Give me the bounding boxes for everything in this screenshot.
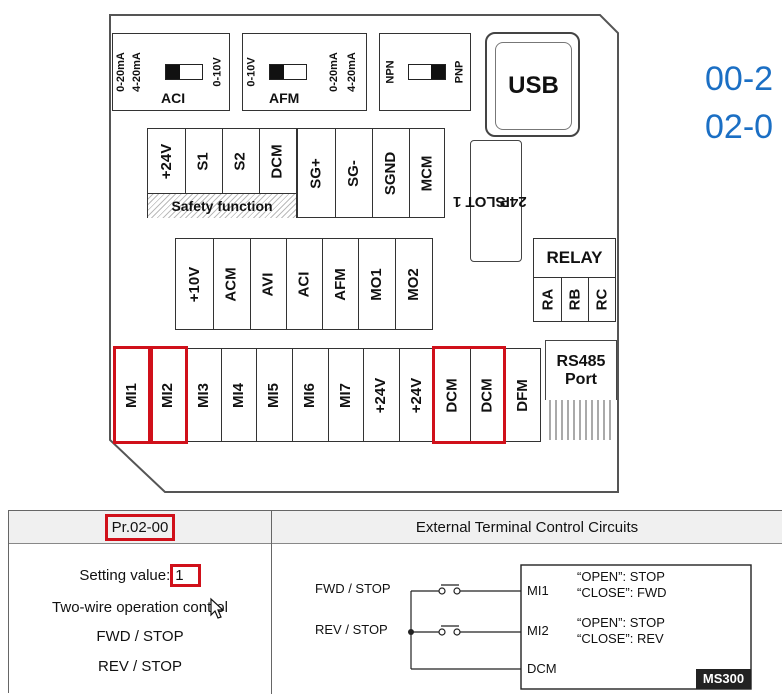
afm-opt3: 4-20mA (346, 52, 358, 92)
mi2-label: MI2 (527, 623, 549, 638)
terminal-rc: RC (592, 288, 610, 310)
terminal-ra: RA (534, 277, 562, 321)
terminal-24v-a: +24V (363, 349, 400, 441)
aci-label: ACI (161, 90, 186, 106)
dcm-label: DCM (527, 661, 557, 676)
terminal-dfm: DFM (514, 378, 531, 412)
fwd-stop-label: FWD / STOP (315, 581, 391, 596)
terminal-board: 00-2 02-0 0-20mA 4-20mA ACI 0-10V 0-10V … (109, 14, 774, 493)
mouse-cursor-icon (210, 597, 225, 619)
param-header: Pr.02-00 (104, 513, 176, 541)
terminal-afm: AFM (322, 239, 359, 329)
mi1-label: MI1 (527, 583, 549, 598)
terminal-aci: ACI (286, 239, 323, 329)
terminal-safety-dcm: DCM (268, 143, 286, 179)
aci-opt1: 0-20mA (115, 52, 127, 92)
setting-value: 1 (170, 564, 201, 587)
terminal-avi: AVI (250, 239, 287, 329)
relay-title: RELAY (534, 239, 615, 278)
terminal-sg-plus: SG+ (298, 129, 336, 217)
afm-label: AFM (269, 90, 300, 106)
terminal-rb: RB (561, 277, 589, 321)
table-divider (271, 511, 272, 694)
parameter-table: Pr.02-00 External Terminal Control Circu… (8, 510, 782, 694)
afm-opt1: 0-10V (246, 57, 259, 87)
npn-toggle[interactable] (408, 64, 446, 80)
description-line-1: Two-wire operation control (52, 599, 228, 616)
mi2-close-text: “CLOSE”: REV (577, 631, 664, 646)
terminal-sgnd: SGND (372, 129, 410, 217)
param-header-cell: Pr.02-00 (9, 511, 272, 544)
terminal-mi7: MI7 (328, 349, 364, 441)
aci-opt2: 4-20mA (131, 52, 143, 92)
safety-function-caption: Safety function (148, 193, 296, 218)
setting-label: Setting value: (79, 567, 171, 584)
highlight-dcm (432, 346, 506, 444)
terminal-mi6: MI6 (292, 349, 329, 441)
aci-toggle[interactable] (165, 64, 203, 80)
usb-label: USB (495, 42, 572, 130)
npn-opt2: PNP (453, 60, 465, 84)
side-code-1: 00-2 (705, 60, 774, 98)
terminal-10v: +10V (176, 239, 214, 329)
terminal-s2: S2 (222, 129, 260, 193)
description-line-3: REV / STOP (98, 658, 182, 675)
terminal-dcm-a: DCM (434, 349, 471, 441)
mi1-close-text: “CLOSE”: FWD (577, 585, 667, 600)
terminal-24v-b: +24V (399, 349, 435, 441)
afm-opt2: 0-20mA (328, 52, 340, 92)
terminal-mi3: MI3 (186, 349, 222, 441)
terminal-mi4: MI4 (221, 349, 257, 441)
usb-port-outline: USB (485, 32, 580, 137)
analog-terminal-block: +10V ACM AVI ACI AFM MO1 MO2 (175, 238, 433, 330)
npn-switch-block: NPN PNP (379, 33, 471, 111)
rs485-line2: Port (565, 370, 597, 388)
terminal-mo2: MO2 (404, 267, 422, 301)
side-code-2: 02-0 (705, 108, 774, 146)
afm-switch-block: 0-10V AFM 0-20mA 4-20mA (242, 33, 367, 111)
circuit-header: External Terminal Control Circuits (271, 511, 782, 544)
aci-opt3: 0-10V (212, 57, 225, 87)
afm-toggle[interactable] (269, 64, 307, 80)
terminal-sg-minus: SG- (335, 129, 373, 217)
digital-terminal-block: MI1 MI2 MI3 MI4 MI5 MI6 MI7 +24V +24V DC… (113, 348, 541, 442)
terminal-safety-24v: +24V (148, 129, 186, 193)
highlight-mi2 (150, 346, 188, 444)
slot-line2: 24P (499, 192, 527, 210)
highlight-mi1 (113, 346, 151, 444)
rs485-port: RS485 Port (545, 340, 617, 400)
rs485-line1: RS485 (556, 352, 606, 370)
sg-terminal-block: SG+ SG- SGND MCM (297, 128, 445, 218)
npn-opt1: NPN (385, 60, 398, 84)
terminal-acm: ACM (213, 239, 251, 329)
mi2-open-text: “OPEN”: STOP (577, 615, 665, 630)
terminal-mi5: MI5 (256, 349, 293, 441)
model-tag: MS300 (702, 671, 745, 686)
circuit-diagram (408, 564, 752, 690)
setting-row: Setting value:1 (9, 564, 271, 587)
terminal-mcm: MCM (418, 155, 436, 191)
terminal-s1: S1 (185, 129, 223, 193)
terminal-mo1: MO1 (358, 239, 396, 329)
description-line-2: FWD / STOP (96, 628, 184, 645)
mi1-open-text: “OPEN”: STOP (577, 569, 665, 584)
rev-stop-label: REV / STOP (315, 622, 388, 637)
safety-terminal-block: +24V S1 S2 DCM Safety function (147, 128, 297, 218)
relay-block: RELAY RA RB RC (533, 238, 616, 322)
aci-switch-block: 0-20mA 4-20mA ACI 0-10V (112, 33, 230, 111)
